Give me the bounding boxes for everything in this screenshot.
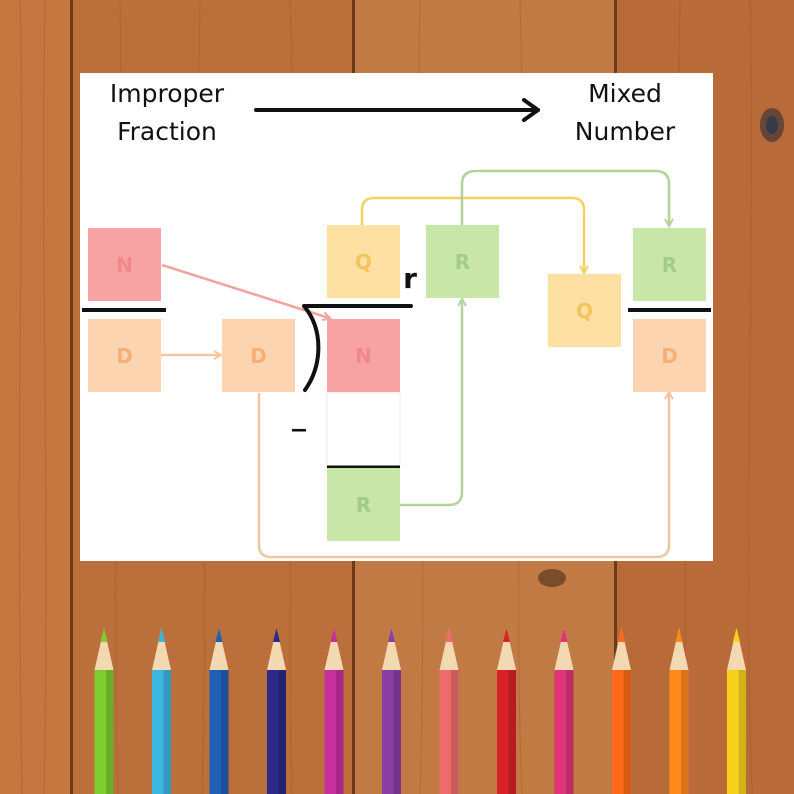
pencil-wood (727, 628, 746, 670)
pencil-shade (681, 670, 689, 794)
pencil-wood (324, 628, 344, 670)
pencil-body (152, 670, 171, 794)
pencil-body (324, 670, 344, 794)
denominator-label: D (116, 344, 133, 368)
pencil-shade (106, 670, 114, 794)
quotient-label: Q (355, 250, 372, 274)
pencil-wood (439, 628, 459, 670)
mixed-label-line1: Mixed (588, 79, 662, 108)
arrow-numerator-to-dividend (161, 263, 329, 318)
pencil-tip (560, 628, 568, 642)
remainder-label: R (455, 250, 470, 274)
pencil-wood (152, 628, 171, 670)
pencil-wood (94, 628, 114, 670)
pencil-body (727, 670, 746, 794)
improper-label-line1: Improper (110, 79, 225, 108)
pencil-wood (267, 628, 286, 670)
remainder-mark: r (403, 262, 417, 295)
arrow-quotient-to-whole (360, 196, 584, 272)
dividend-label: N (355, 344, 372, 368)
pencil-wood (554, 628, 574, 670)
pencil (382, 628, 401, 794)
pencil-shade (566, 670, 574, 794)
pencil (324, 628, 344, 794)
pencil (209, 628, 229, 794)
dividend-box (327, 319, 400, 392)
pencil-shade (508, 670, 516, 794)
pencil-tip (675, 628, 683, 642)
pencil-shade (278, 670, 286, 794)
remainder-box (426, 225, 499, 298)
pencil-tip (100, 628, 108, 642)
result-label: R (356, 493, 371, 517)
pencil-tip (158, 628, 165, 642)
pencil-tip (273, 628, 280, 642)
pencil-shade (393, 670, 401, 794)
pencil (554, 628, 574, 794)
pencil-wood (497, 628, 516, 670)
pencil (152, 628, 171, 794)
numerator-box (88, 228, 161, 301)
mixed-denominator-label: D (661, 344, 678, 368)
result-box (327, 468, 400, 541)
mixed-numerator-label: R (662, 253, 677, 277)
quotient-box (327, 225, 400, 298)
mixed-numerator-box (633, 228, 706, 301)
pencil-shade (221, 670, 229, 794)
minus-sign: _ (292, 399, 306, 432)
arrow-divisor-to-mixed-denominator (257, 393, 669, 559)
pencil-tip (330, 628, 338, 642)
pencil-tip (618, 628, 625, 642)
pencil-wood (669, 628, 689, 670)
denominator-box (88, 319, 161, 392)
colored-pencils (94, 628, 746, 794)
arrow-remainder-to-numerator (460, 169, 669, 225)
pencil-body (382, 670, 401, 794)
pencil-body (209, 670, 229, 794)
pencil-wood (612, 628, 631, 670)
pencil-body (267, 670, 286, 794)
pencil (669, 628, 689, 794)
pencil (727, 628, 746, 794)
pencil-body (497, 670, 516, 794)
pencil (612, 628, 631, 794)
arrow-result-to-remainder (400, 300, 462, 507)
pencil-wood (209, 628, 229, 670)
numerator-label: N (116, 253, 133, 277)
pencil-shade (451, 670, 459, 794)
pencil (439, 628, 459, 794)
mixed-label-line2: Number (575, 117, 676, 146)
pencil-body (669, 670, 689, 794)
pencil-shade (163, 670, 171, 794)
division-bracket (302, 304, 413, 392)
pencil-tip (733, 628, 740, 642)
pencil-shade (623, 670, 631, 794)
whole-number-label: Q (576, 299, 593, 323)
pencil (267, 628, 286, 794)
pencil-tip (388, 628, 395, 642)
pencil (94, 628, 114, 794)
mixed-denominator-box (633, 319, 706, 392)
pencil-body (439, 670, 459, 794)
pencil-body (554, 670, 574, 794)
pencil-tip (215, 628, 223, 642)
divisor-box (222, 319, 295, 392)
whole-number-box (548, 274, 621, 347)
pencil-tip (445, 628, 453, 642)
pencil-shade (336, 670, 344, 794)
pencil-shade (738, 670, 746, 794)
pencil-wood (382, 628, 401, 670)
pencil-body (612, 670, 631, 794)
pencil-body (94, 670, 114, 794)
product-box (326, 392, 401, 467)
divisor-label: D (250, 344, 267, 368)
pencil-tip (503, 628, 510, 642)
improper-label-line2: Fraction (117, 117, 217, 146)
pencil (497, 628, 516, 794)
